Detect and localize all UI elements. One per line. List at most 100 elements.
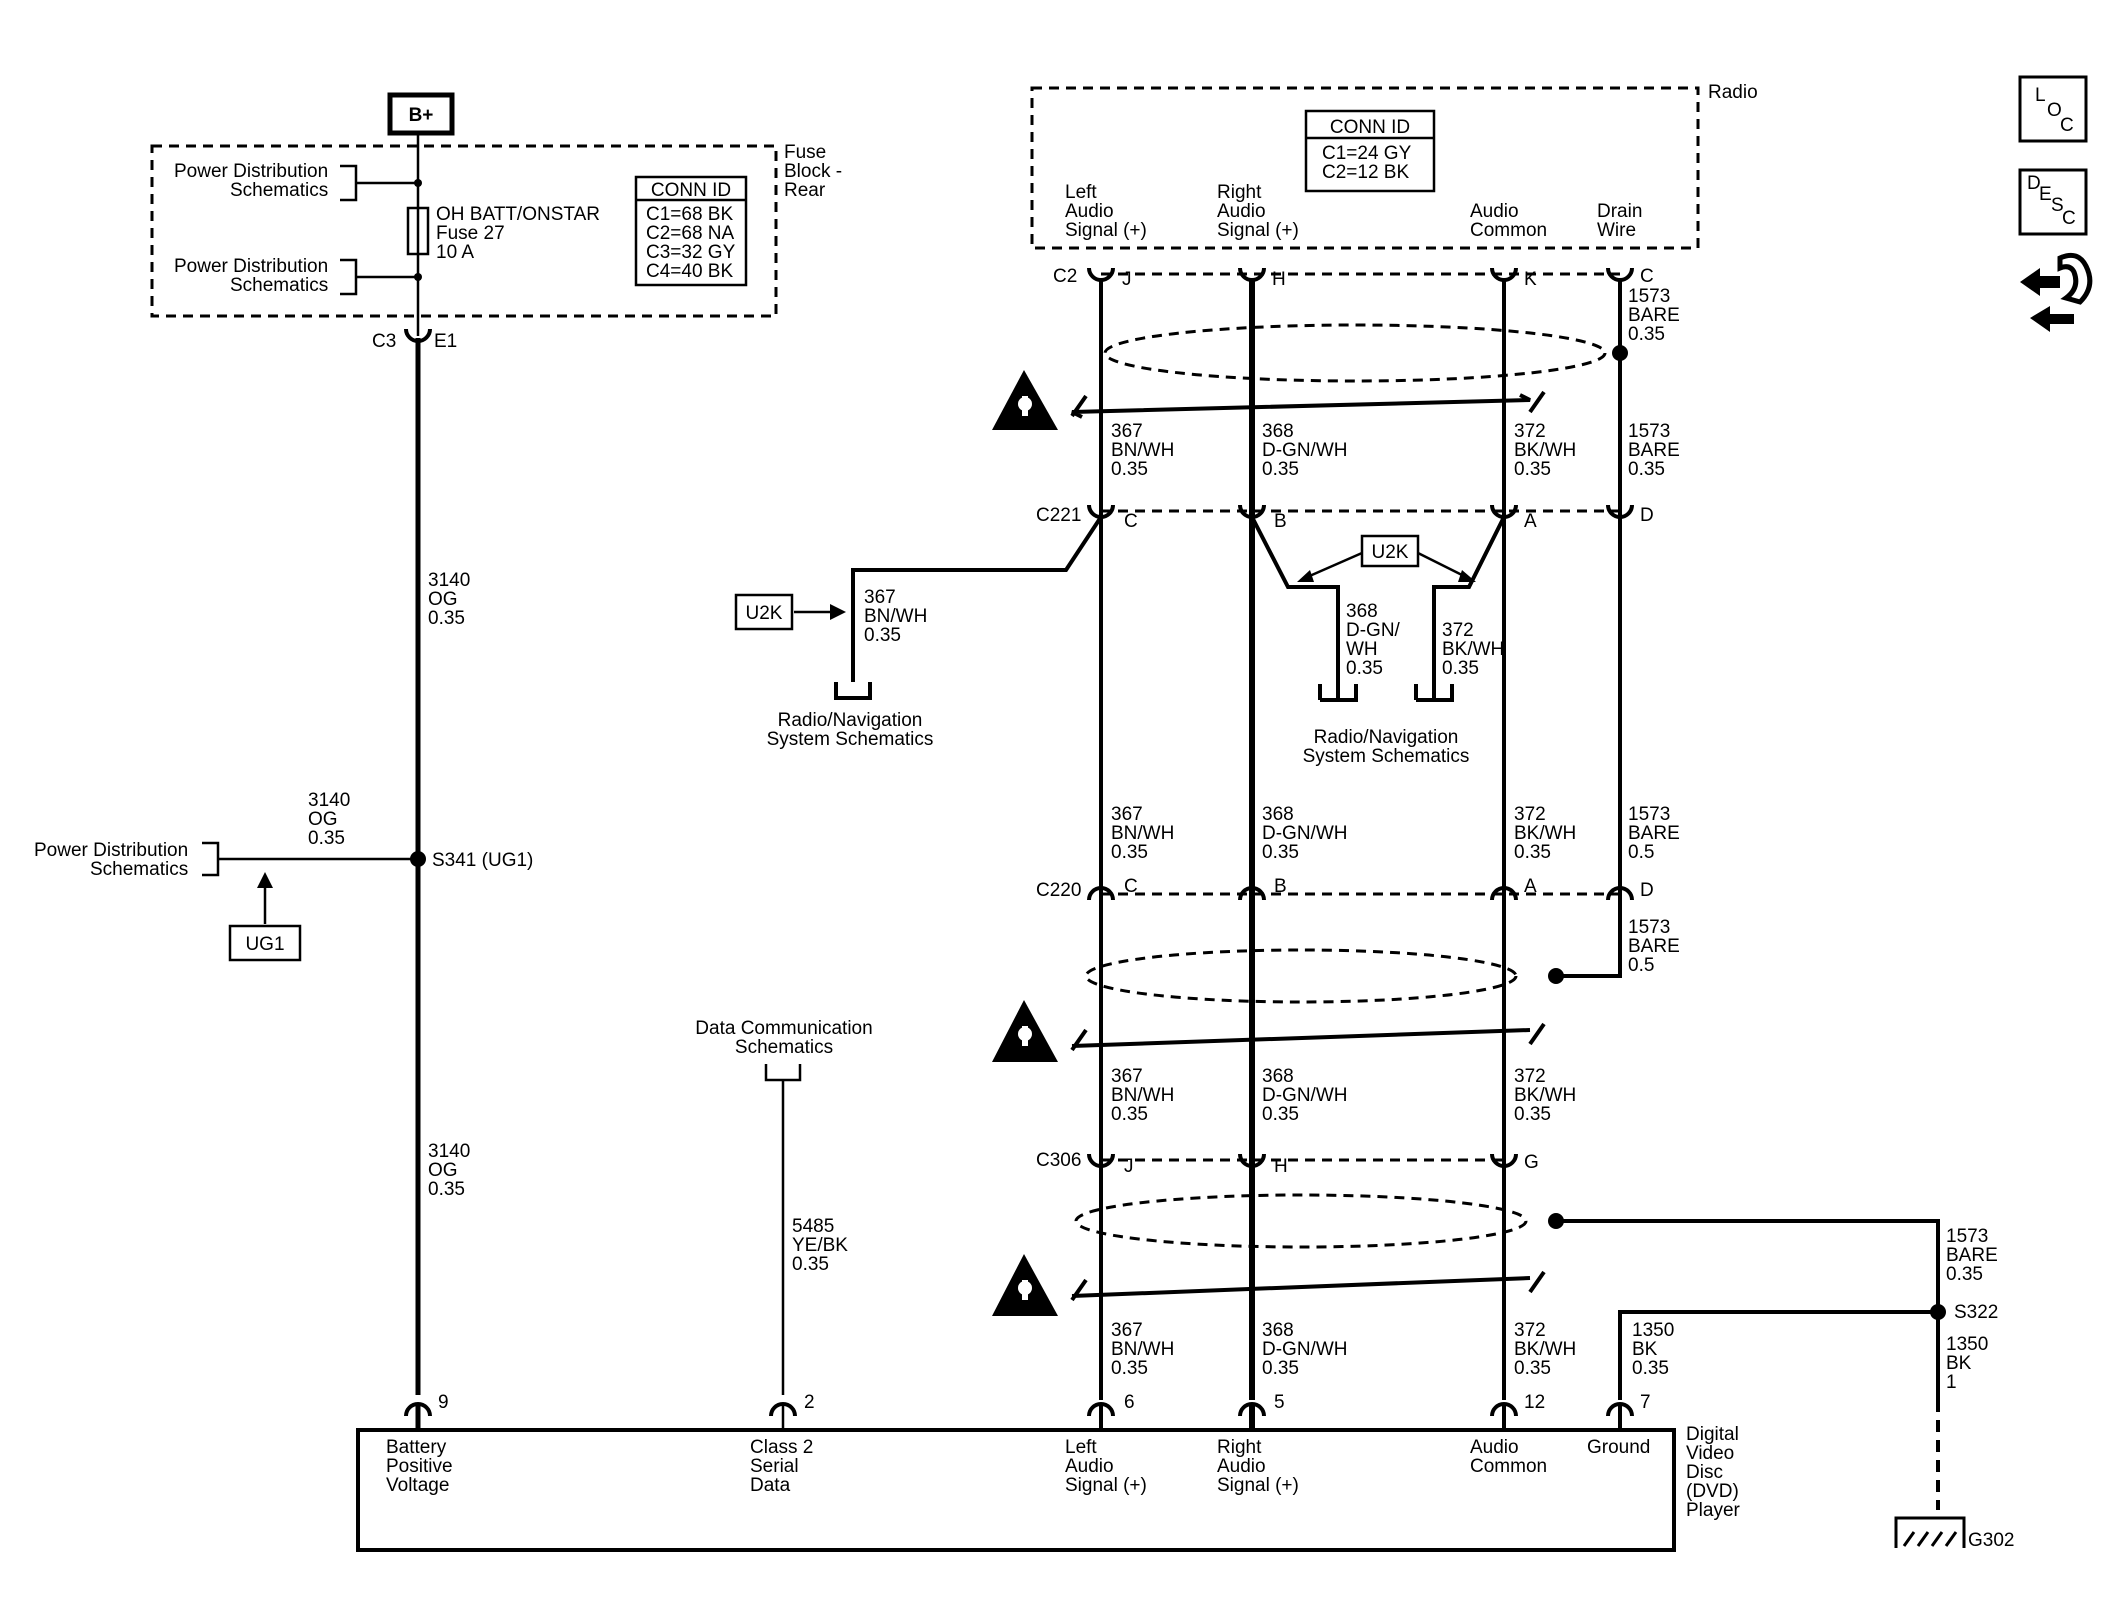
- w368-branch-num: 368: [1346, 601, 1378, 622]
- w1350-b-size: 1: [1946, 1372, 1957, 1393]
- splice-s322-label: S322: [1954, 1302, 1998, 1323]
- w372-d-color: BK/WH: [1514, 1339, 1576, 1360]
- svg-text:B+: B+: [409, 105, 434, 126]
- loc-l: L: [2035, 85, 2046, 106]
- desc-s: S: [2051, 195, 2064, 216]
- w367-d-num: 367: [1111, 1320, 1143, 1341]
- wire-1573-top-color: BARE: [1628, 305, 1680, 326]
- u2k-left-label: U2K: [746, 603, 783, 624]
- wire-3140-a-num: 3140: [428, 570, 470, 591]
- svg-text:C2=12 BK: C2=12 BK: [1322, 162, 1409, 183]
- data-comm-line1: Data Communication: [695, 1018, 872, 1039]
- w368-b-num: 368: [1262, 804, 1294, 825]
- radio-drain-1: Drain: [1597, 201, 1642, 222]
- warning-icon-3: [992, 1254, 1058, 1316]
- dvd-class2-2: Serial: [750, 1456, 799, 1477]
- data-comm-line2: Schematics: [735, 1037, 833, 1058]
- twist-2: [1071, 1028, 1531, 1048]
- radio-nav-center-1: Radio/Navigation: [1314, 727, 1459, 748]
- shield-3: [1074, 1193, 1528, 1249]
- w1350-a-size: 0.35: [1632, 1358, 1669, 1379]
- wire-1573-to-s322: [1556, 1219, 1940, 1312]
- dvd-pin-12: 12: [1524, 1392, 1545, 1413]
- w367-branch-num: 367: [864, 587, 896, 608]
- dvd-title-4: (DVD): [1686, 1481, 1739, 1502]
- svg-text:C4=40 BK: C4=40 BK: [646, 261, 733, 282]
- radio-common-2: Common: [1470, 220, 1547, 241]
- w372-d-size: 0.35: [1514, 1358, 1551, 1379]
- w372-b-num: 372: [1514, 804, 1546, 825]
- w372-a-color: BK/WH: [1514, 440, 1576, 461]
- w1350-b-num: 1350: [1946, 1334, 1988, 1355]
- w367-c-size: 0.35: [1111, 1104, 1148, 1125]
- w368-a-color: D-GN/WH: [1262, 440, 1347, 461]
- ug1-box-label: UG1: [245, 934, 284, 955]
- dvd-right-3: Signal (+): [1217, 1475, 1299, 1496]
- radio-outline: [1030, 86, 1700, 250]
- w368-d-num: 368: [1262, 1320, 1294, 1341]
- power-dist-3-line1: Power Distribution: [34, 840, 188, 861]
- wire-1573-drain-lower: [1556, 888, 1622, 978]
- c3-label: C3: [372, 331, 396, 352]
- w368-branch-size: 0.35: [1346, 658, 1383, 679]
- radio-right-2: Audio: [1217, 201, 1266, 222]
- radio-drain-2: Wire: [1597, 220, 1636, 241]
- wire-3140-c-num: 3140: [428, 1141, 470, 1162]
- loc-o: O: [2047, 100, 2062, 121]
- loc-c: C: [2060, 115, 2074, 136]
- w367-d-size: 0.35: [1111, 1358, 1148, 1379]
- e1-label: E1: [434, 331, 457, 352]
- w372-b-color: BK/WH: [1514, 823, 1576, 844]
- desc-d: D: [2027, 173, 2041, 194]
- wire-5485-num: 5485: [792, 1216, 834, 1237]
- w367-a-num: 367: [1111, 421, 1143, 442]
- fuse-label-3: 10 A: [436, 242, 474, 263]
- svg-text:C2=68 NA: C2=68 NA: [646, 223, 735, 244]
- ug1-arrow: [257, 872, 273, 888]
- radio-conn-id: CONN ID C1=24 GY C2=12 BK: [1304, 109, 1436, 193]
- connector-c2: C2 J H K C: [1053, 266, 1654, 290]
- svg-text:A: A: [1524, 511, 1537, 532]
- wire-5485-size: 0.35: [792, 1254, 829, 1275]
- w368-b-color: D-GN/WH: [1262, 823, 1347, 844]
- twist-1: [1071, 393, 1531, 419]
- w372-branch-color: BK/WH: [1442, 639, 1504, 660]
- power-dist-2-line1: Power Distribution: [174, 256, 328, 277]
- wire-3140-b-num: 3140: [308, 790, 350, 811]
- w1573-d-color: BARE: [1946, 1245, 1998, 1266]
- wire-3140-c-color: OG: [428, 1160, 458, 1181]
- w368-c-size: 0.35: [1262, 1104, 1299, 1125]
- fuse-label-1: OH BATT/ONSTAR: [436, 204, 600, 225]
- radio-nav-left-2: System Schematics: [767, 729, 934, 750]
- dvd-battery-1: Battery: [386, 1437, 447, 1458]
- loc-icon[interactable]: L O C: [2018, 75, 2088, 143]
- power-dist-1-line2: Schematics: [230, 180, 328, 201]
- wire-3140-c-size: 0.35: [428, 1179, 465, 1200]
- svg-text:C2: C2: [1053, 266, 1077, 287]
- warning-icon-2: [992, 1000, 1058, 1062]
- svg-text:C306: C306: [1036, 1150, 1081, 1171]
- power-dist-1-line1: Power Distribution: [174, 161, 328, 182]
- w1573-a-size: 0.35: [1628, 459, 1665, 480]
- w1573-d-num: 1573: [1946, 1226, 1988, 1247]
- dvd-title-5: Player: [1686, 1500, 1741, 1521]
- wire-1573-top-num: 1573: [1628, 286, 1670, 307]
- w367-b-size: 0.35: [1111, 842, 1148, 863]
- w1573-c-num: 1573: [1628, 917, 1670, 938]
- w1573-c-color: BARE: [1628, 936, 1680, 957]
- svg-text:C3=32 GY: C3=32 GY: [646, 242, 736, 263]
- w368-a-size: 0.35: [1262, 459, 1299, 480]
- radio-common-1: Audio: [1470, 201, 1519, 222]
- wire-5485: [764, 1064, 802, 1395]
- w368-b-size: 0.35: [1262, 842, 1299, 863]
- wire-368-branch: [1250, 516, 1358, 702]
- connector-end-view-icon[interactable]: [2020, 252, 2093, 332]
- dvd-player-box: [356, 1428, 1676, 1552]
- desc-icon[interactable]: D E S C: [2018, 168, 2088, 236]
- wire-3140-b-color: OG: [308, 809, 338, 830]
- radio-left-2: Audio: [1065, 201, 1114, 222]
- dvd-battery-2: Positive: [386, 1456, 453, 1477]
- b-plus-box: B+: [387, 92, 455, 136]
- ug1-box: [228, 924, 302, 962]
- w368-branch-color-1: D-GN/: [1346, 620, 1401, 641]
